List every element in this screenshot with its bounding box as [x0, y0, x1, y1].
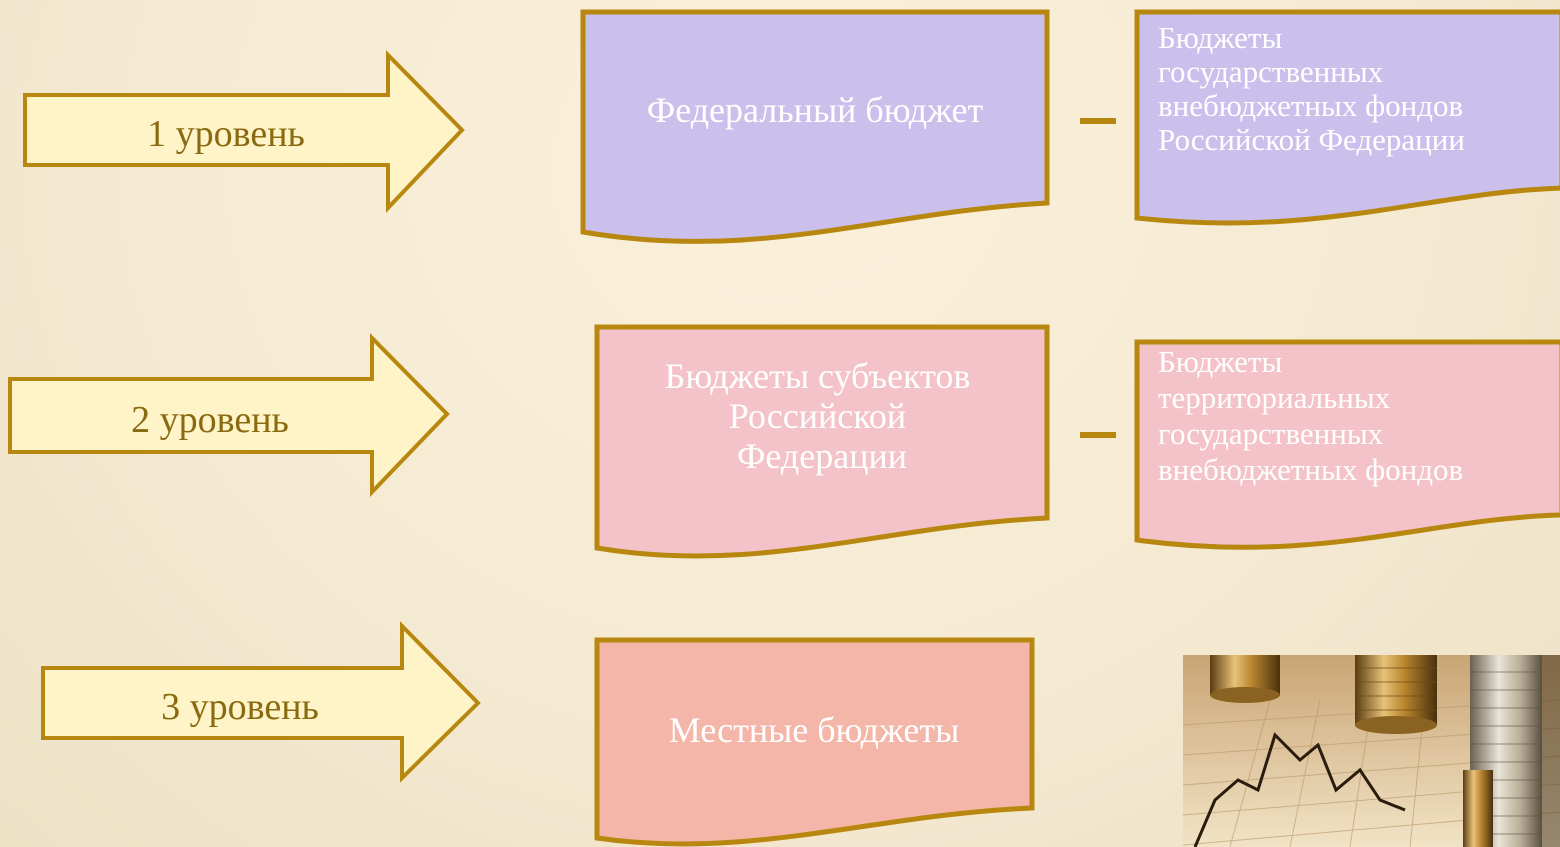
svg-text:Бюджеты территориальных: Бюджеты территориальных государственных … [1158, 344, 1463, 487]
svg-text:Бюджеты государственных: Бюджеты государственных внебюджетных фон… [1158, 20, 1471, 157]
level-3-arrow: 3 уровень [41, 621, 481, 783]
dash-connector-1 [1080, 118, 1116, 124]
territorial-funds-box: Бюджеты территориальных государственных … [1134, 339, 1560, 550]
side-box-1-line-3: внебюджетных фондов [1158, 88, 1463, 123]
regional-budgets-line-3: Федерации [737, 436, 907, 476]
level-1-arrow: 1 уровень [23, 50, 465, 214]
local-budgets-line: Местные бюджеты [669, 710, 960, 750]
federal-budget-box: Федеральный бюджет [580, 9, 1050, 244]
svg-text:Бюджеты субъектов Россий: Бюджеты субъектов Российской Федерации [665, 356, 980, 476]
local-budgets-box: Местные бюджеты [594, 637, 1035, 847]
regional-budgets-line-1: Бюджеты субъектов [665, 356, 971, 396]
side-box-1-line-1: Бюджеты [1158, 20, 1282, 55]
side-box-2-line-3: государственных [1158, 416, 1384, 451]
side-box-2-line-4: внебюджетных фондов [1158, 452, 1463, 487]
coins-graph-photo [1183, 655, 1560, 847]
state-extrabudgetary-funds-box: Бюджеты государственных внебюджетных фон… [1134, 9, 1560, 226]
federal-budget-line: Федеральный бюджет [647, 90, 984, 130]
dash-connector-2 [1080, 432, 1116, 438]
side-box-2-line-1: Бюджеты [1158, 344, 1282, 379]
svg-text:Местные бюджеты: Местные бюджеты [669, 710, 960, 750]
side-box-1-line-4: Российской Федерации [1158, 122, 1465, 157]
level-2-arrow: 2 уровень [8, 333, 450, 497]
level-2-label: 2 уровень [131, 399, 289, 441]
side-box-2-line-2: территориальных [1158, 380, 1391, 415]
level-3-label: 3 уровень [161, 686, 319, 728]
regional-budgets-box: Бюджеты субъектов Российской Федерации [594, 324, 1050, 559]
svg-text:Федеральный бюджет: Федеральный бюджет [647, 90, 984, 130]
side-box-1-line-2: государственных [1158, 54, 1384, 89]
level-1-label: 1 уровень [147, 113, 305, 155]
regional-budgets-line-2: Российской [729, 396, 906, 436]
